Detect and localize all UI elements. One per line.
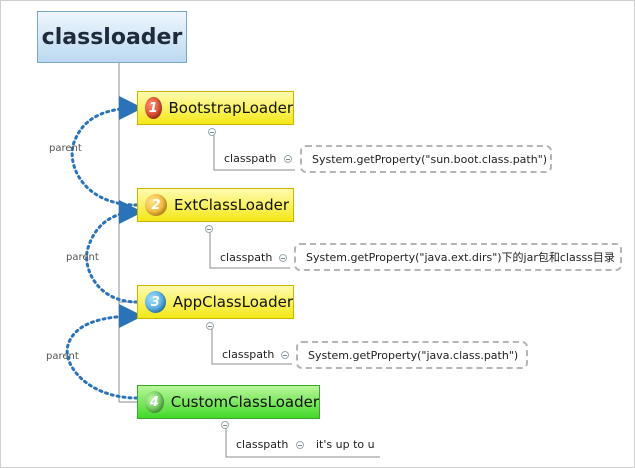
classpath-value-box: System.getProperty("java.class.path") bbox=[296, 341, 528, 369]
classpath-label: classpath bbox=[236, 438, 289, 451]
parent-label: parent bbox=[49, 143, 82, 154]
classpath-value-text: it's up to u bbox=[316, 438, 375, 451]
node-label: CustomClassLoader bbox=[170, 393, 319, 411]
classpath-connector-3 bbox=[211, 328, 292, 365]
node-app-class-loader[interactable]: 3 AppClassLoader bbox=[137, 285, 294, 319]
classpath-connector-2 bbox=[209, 230, 290, 269]
classpath-label: classpath bbox=[222, 348, 275, 361]
number-2-icon: 2 bbox=[145, 194, 167, 216]
collapse-icon[interactable] bbox=[296, 441, 304, 449]
node-label: AppClassLoader bbox=[172, 293, 293, 311]
classpath-connector-4 bbox=[225, 427, 380, 458]
node-label: ExtClassLoader bbox=[174, 196, 290, 214]
classpath-label: classpath bbox=[220, 251, 273, 264]
node-label: BootstrapLoader bbox=[168, 99, 293, 117]
classpath-value-box: System.getProperty("sun.boot.class.path"… bbox=[300, 145, 552, 173]
node-custom-class-loader[interactable]: 4 CustomClassLoader bbox=[137, 385, 320, 419]
collapse-icon[interactable] bbox=[279, 254, 287, 262]
collapse-icon[interactable] bbox=[284, 155, 292, 163]
collapse-icon[interactable] bbox=[206, 322, 214, 330]
collapse-icon[interactable] bbox=[221, 421, 229, 429]
collapse-icon[interactable] bbox=[205, 225, 213, 233]
parent-arrow-3 bbox=[65, 304, 143, 400]
classpath-label: classpath bbox=[224, 152, 277, 165]
root-node[interactable]: classloader bbox=[37, 11, 187, 63]
number-1-icon: 1 bbox=[145, 97, 162, 119]
parent-arrow-1 bbox=[70, 96, 143, 207]
number-3-icon: 3 bbox=[145, 291, 166, 313]
classpath-connector-1 bbox=[213, 133, 295, 171]
node-bootstrap-loader[interactable]: 1 BootstrapLoader bbox=[137, 91, 294, 125]
number-4-icon: 4 bbox=[145, 391, 164, 413]
collapse-icon[interactable] bbox=[281, 351, 289, 359]
collapse-icon[interactable] bbox=[208, 128, 216, 136]
parent-label: parent bbox=[46, 351, 79, 362]
parent-arrow-2 bbox=[85, 200, 143, 304]
node-ext-class-loader[interactable]: 2 ExtClassLoader bbox=[137, 188, 294, 222]
root-node-label: classloader bbox=[41, 24, 183, 50]
classpath-value-box: System.getProperty("java.ext.dirs")下的jar… bbox=[294, 243, 622, 271]
parent-label: parent bbox=[66, 252, 99, 263]
